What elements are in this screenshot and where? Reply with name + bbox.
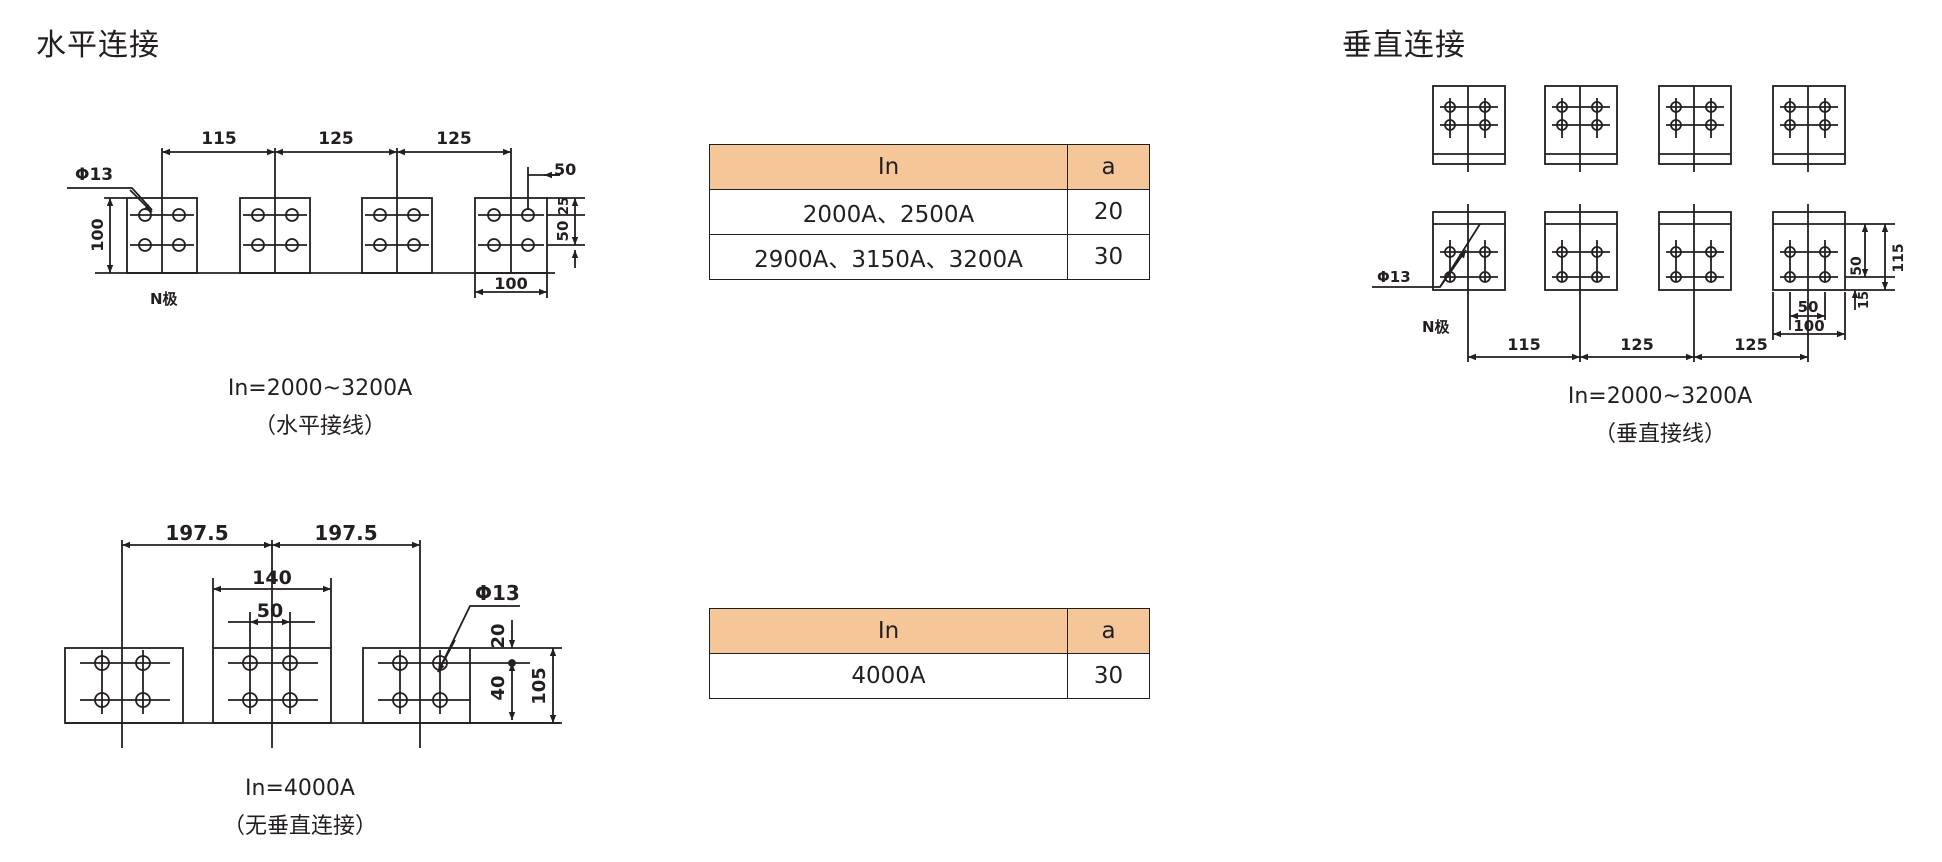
v-dim-bottom-100: 100	[1793, 317, 1824, 335]
connection-4000a-caption-rating: In=4000A	[245, 776, 355, 801]
dim-height: 100	[88, 218, 107, 251]
v-n-pole-label: N极	[1422, 318, 1451, 336]
connection-4000a-diagram	[64, 540, 562, 748]
vertical-caption: In=2000~3200A （垂直接线）	[1540, 378, 1780, 454]
dim-4000-105: 105	[529, 667, 550, 705]
table-cell-in: 2900A、3150A、3200A	[709, 234, 1068, 280]
hole-diameter-label: Φ13	[75, 165, 113, 185]
dim-v-spacing-1: 115	[1507, 335, 1540, 354]
dim-spacing-2: 125	[318, 129, 354, 149]
dim-4000-140: 140	[252, 567, 292, 589]
connection-4000a-caption-note: （无垂直连接）	[222, 814, 377, 839]
table-header-a: a	[1067, 608, 1150, 654]
table-header-in: In	[709, 144, 1068, 190]
table-row: 4000A 30	[709, 653, 1150, 699]
horizontal-caption-rating: In=2000~3200A	[227, 376, 413, 401]
table-cell-in: 4000A	[709, 653, 1068, 699]
dim-4000-hole: Φ13	[475, 581, 520, 605]
table-cell-in: 2000A、2500A	[709, 189, 1068, 235]
dim-spacing-3: 125	[436, 129, 472, 149]
n-pole-label: N极	[150, 290, 179, 308]
vertical-caption-note: （垂直接线）	[1593, 422, 1726, 447]
vertical-connection-diagram	[1372, 85, 1895, 362]
dim-4000-50: 50	[257, 600, 283, 622]
dim-right-top: 50	[554, 160, 576, 179]
rating-table-4000: In a 4000A 30	[709, 608, 1150, 699]
table-cell-a: 30	[1067, 653, 1150, 699]
table-row: 2000A、2500A 20	[709, 189, 1150, 235]
v-dim-right-15: 15	[1857, 291, 1872, 309]
horizontal-caption-note: （水平接线）	[253, 414, 386, 439]
dim-v-spacing-2: 125	[1620, 335, 1653, 354]
dim-4000-20: 20	[488, 623, 509, 648]
dim-width: 100	[494, 274, 527, 293]
dim-4000-spacing-1: 197.5	[165, 521, 228, 545]
dim-4000-spacing-2: 197.5	[314, 521, 377, 545]
dim-spacing-1: 115	[201, 129, 237, 149]
table-header-a: a	[1067, 144, 1150, 190]
dim-v-spacing-3: 125	[1734, 335, 1767, 354]
dim-right-mid: 25	[557, 197, 572, 215]
v-dim-right-115: 115	[1891, 243, 1907, 272]
horizontal-connection-diagram	[67, 148, 585, 298]
horizontal-connection-heading: 水平连接	[36, 28, 160, 63]
table-header-in: In	[709, 608, 1068, 654]
vertical-caption-rating: In=2000~3200A	[1567, 384, 1753, 409]
vertical-connection-heading: 垂直连接	[1342, 28, 1466, 63]
v-hole-diameter-label: Φ13	[1377, 268, 1411, 286]
table-cell-a: 20	[1067, 189, 1150, 235]
v-dim-bottom-50: 50	[1798, 298, 1819, 316]
horizontal-caption: In=2000~3200A （水平接线）	[200, 370, 440, 446]
table-cell-a: 30	[1067, 234, 1150, 280]
table-header-row: In a	[709, 608, 1150, 654]
connection-4000a-caption: In=4000A （无垂直连接）	[180, 770, 420, 846]
rating-table-2000-3200: In a 2000A、2500A 20 2900A、3150A、3200A 30	[709, 144, 1150, 280]
dim-4000-40: 40	[488, 675, 509, 700]
table-header-row: In a	[709, 144, 1150, 190]
table-row: 2900A、3150A、3200A 30	[709, 234, 1150, 280]
dim-right-bottom: 50	[554, 221, 572, 242]
v-dim-right-50: 50	[1849, 256, 1865, 276]
